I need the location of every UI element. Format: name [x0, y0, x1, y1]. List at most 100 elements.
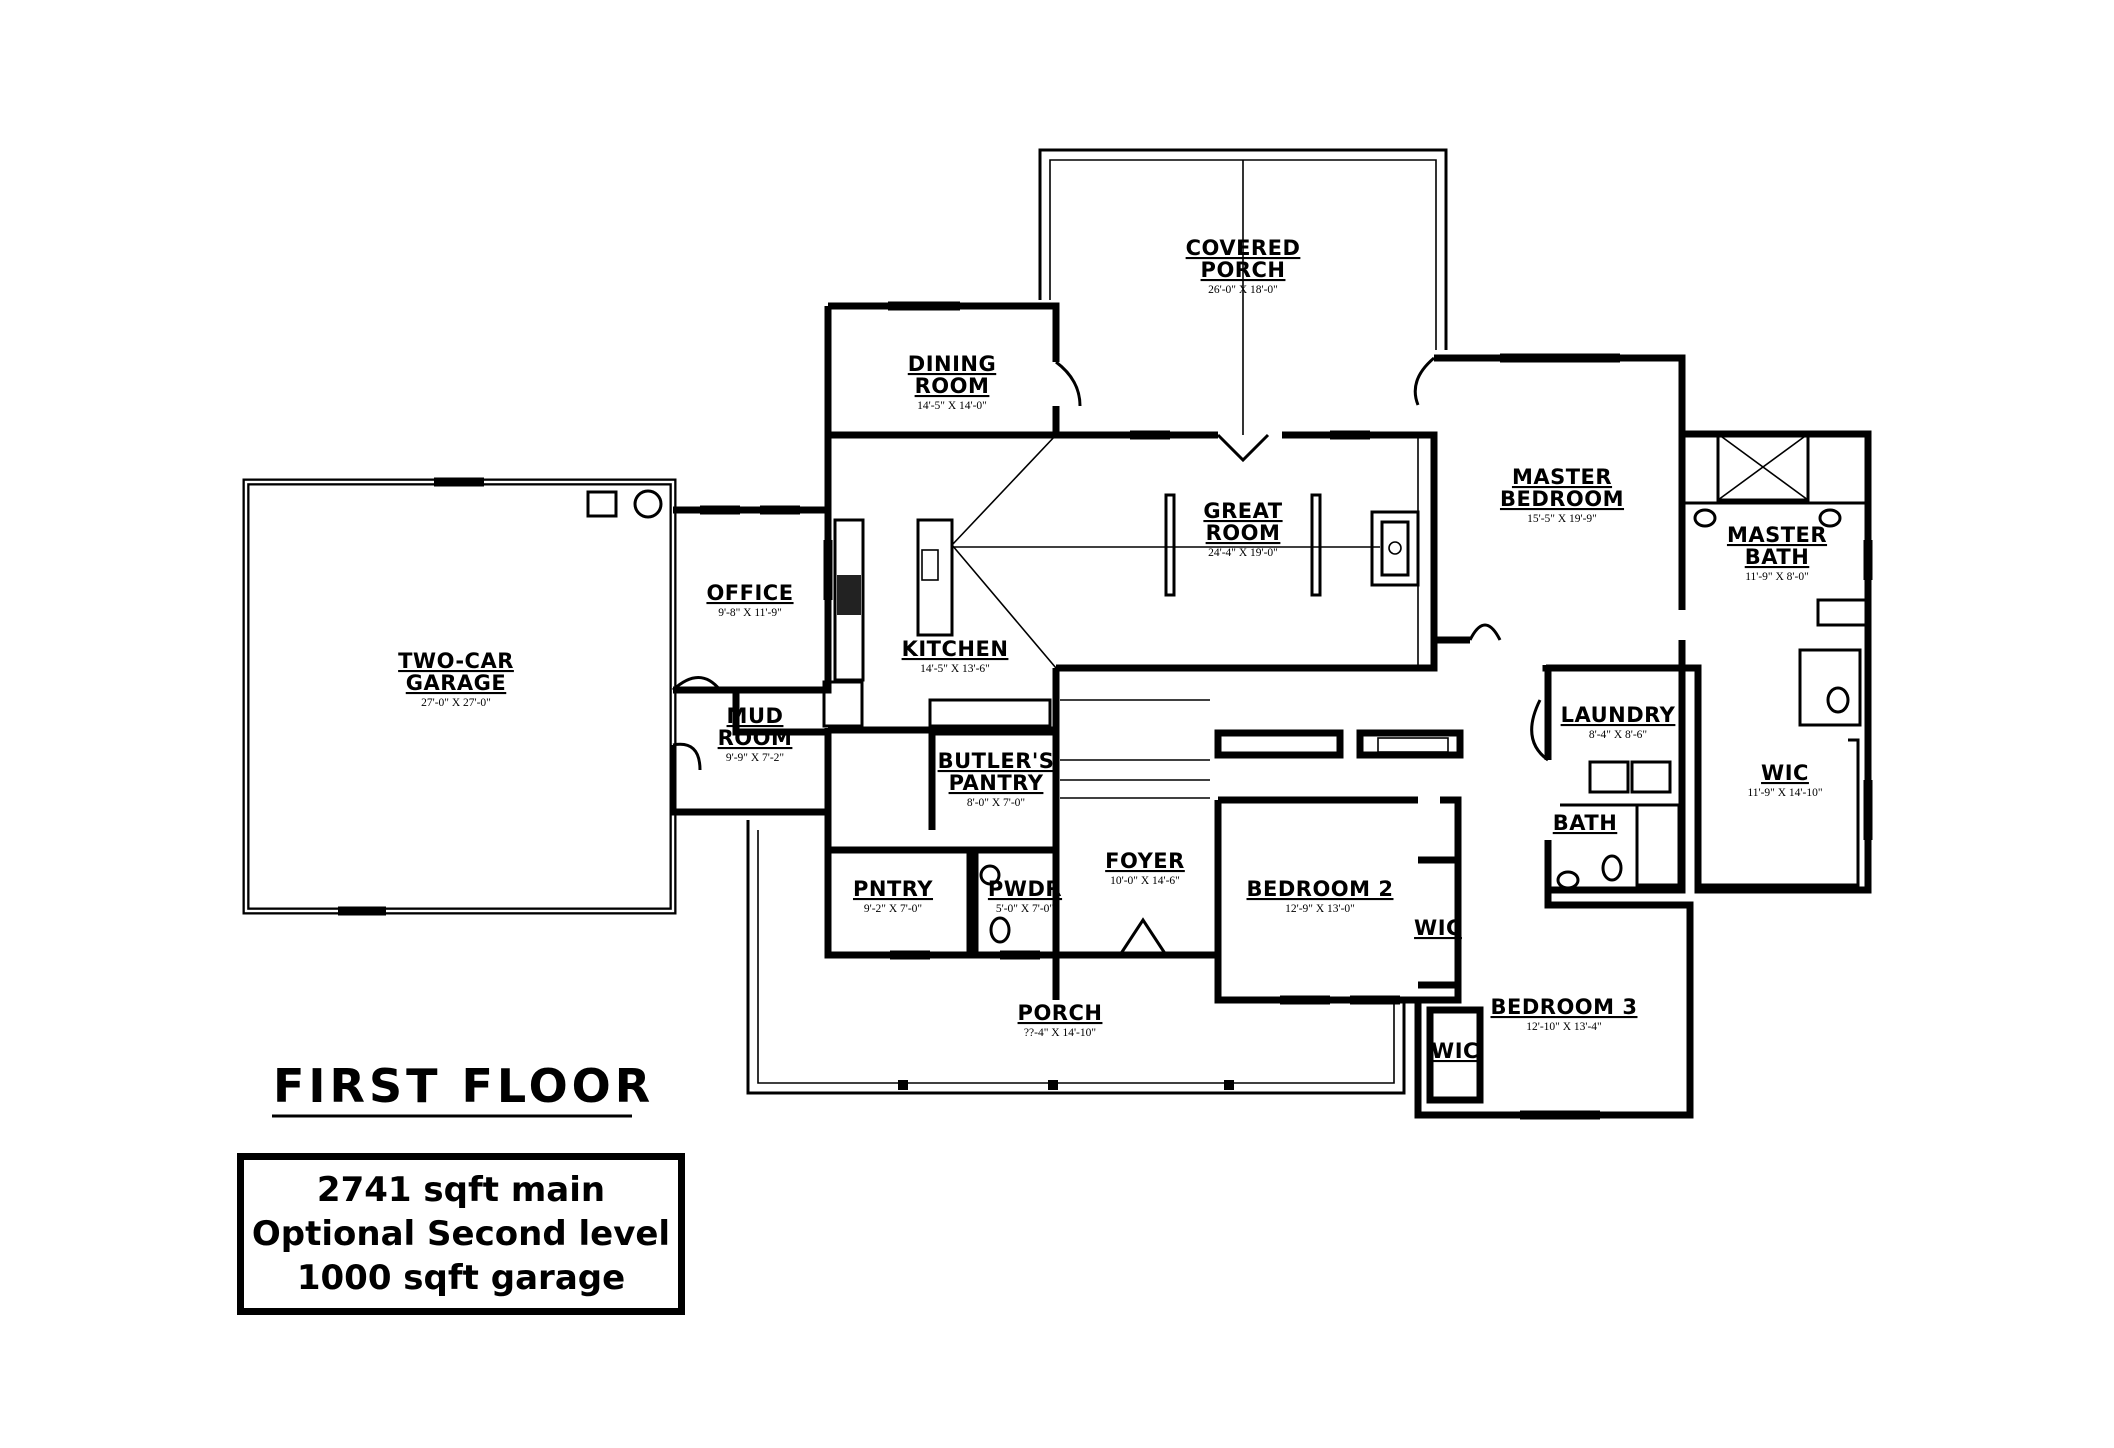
dryer-icon [1630, 760, 1672, 794]
master-bath-walls [1682, 430, 1872, 894]
master-toilet-icon [1826, 686, 1850, 714]
master-sink-right-icon [1818, 508, 1842, 528]
dining-room-dimensions: 14'-5" X 14'-0" [917, 400, 987, 412]
door-swing [671, 676, 722, 692]
pantry-label: PNTRY [853, 877, 933, 901]
porch-post [1224, 1080, 1234, 1090]
dining-diagonal-2 [951, 544, 1057, 669]
wic-bedroom-3-label: WIC [1431, 1039, 1479, 1063]
covered-porch-dimensions: 26'-0" X 18'-0" [1208, 284, 1278, 296]
porch-dimensions: ??-4" X 14'-10" [1024, 1027, 1096, 1039]
wall-layer [242, 148, 1872, 1119]
powder-label: PWDR [988, 877, 1062, 901]
kitchen-label: KITCHEN [902, 637, 1009, 661]
bathtub-icon [1635, 803, 1681, 887]
master-sink-left-icon [1693, 508, 1717, 528]
butlers-pantry-walls [928, 728, 1060, 830]
great-room-dimensions: 24'-4" X 19'-0" [1208, 547, 1278, 559]
laundry-dimensions: 8'-4" X 8'-6" [1589, 729, 1647, 741]
washer-icon [1588, 760, 1630, 794]
wic-master-dimensions: 11'-9" X 14'-10" [1747, 787, 1822, 799]
info-line: 2741 sqft main [316, 1170, 606, 1210]
great-room-beam-1 [1164, 493, 1176, 597]
powder-walls [971, 846, 1060, 959]
bedroom-2-closet-fixture [1377, 737, 1449, 753]
bedroom-2-closets [1214, 729, 1464, 759]
porch-post [898, 1080, 908, 1090]
fireplace-icon [1370, 510, 1420, 587]
kitchen-island [916, 518, 954, 637]
door-swing [672, 742, 702, 771]
floor-title: FIRST FLOOR [273, 1059, 654, 1113]
kitchen-sink-icon [921, 549, 939, 581]
bedroom-3-walls [1414, 890, 1694, 1119]
mud-room-label: MUD [727, 704, 784, 728]
master-bath-dimensions: 11'-9" X 8'-0" [1745, 571, 1809, 583]
master-bedroom-label: BEDROOM [1500, 487, 1624, 511]
door-swing [1413, 356, 1435, 406]
bedroom-2-walls [1214, 796, 1462, 1004]
water-tank-icon [633, 489, 663, 519]
covered-porch-label: COVERED [1186, 236, 1301, 260]
master-bath-shower-x2 [1717, 433, 1809, 501]
butlers-pantry-label: PANTRY [949, 771, 1044, 795]
master-bedroom-label: MASTER [1512, 465, 1612, 489]
fireplace-logs-icon [1388, 541, 1402, 555]
dining-room-label: DINING [908, 352, 996, 376]
powder-toilet-icon [989, 916, 1011, 944]
master-wic-walls [1696, 680, 1860, 887]
porch-outline-inner [757, 830, 1395, 1084]
door-swing [1118, 917, 1168, 956]
dining-room-label: ROOM [915, 374, 990, 398]
fixture-layer [586, 160, 1870, 1090]
info-line: Optional Second level [251, 1214, 671, 1254]
great-room-beam-2 [1310, 493, 1322, 597]
bedroom-3-label: BEDROOM 3 [1491, 995, 1638, 1019]
master-bath-upper-fixtures [1716, 434, 1810, 502]
wic-bedroom-2-label: WIC [1414, 916, 1462, 940]
bedroom-3-dimensions: 12'-10" X 13'-4" [1526, 1021, 1602, 1033]
foyer-label: FOYER [1105, 849, 1185, 873]
wic-master-label: WIC [1761, 761, 1809, 785]
wic-bedroom-3-walls [1426, 1006, 1484, 1104]
hall-walls [1052, 668, 1218, 959]
garage-label: TWO-CAR [398, 649, 514, 673]
laundry-walls [1544, 664, 1686, 894]
porch-label: PORCH [1018, 1001, 1103, 1025]
butlers-pantry-label: BUTLER'S [938, 749, 1055, 773]
window-layer [338, 301, 1873, 1120]
office-label: OFFICE [706, 581, 793, 605]
garage-dimensions: 27'-0" X 27'-0" [421, 697, 491, 709]
office-dimensions: 9'-8" X 11'-9" [718, 607, 782, 619]
kitchen-counter-bottom [928, 698, 1052, 728]
porch-post [1048, 1080, 1058, 1090]
powder-sink-icon [979, 864, 1001, 886]
info-line: 1000 sqft garage [296, 1258, 626, 1298]
master-tub-icon [1816, 598, 1870, 627]
door-swing [1530, 699, 1549, 762]
bath-sink-icon [1556, 870, 1580, 890]
kitchen-counter-left [833, 518, 865, 682]
mud-room-dimensions: 9'-9" X 7'-2" [726, 752, 784, 764]
dining-diagonal-1 [951, 434, 1057, 546]
mud-room-label: ROOM [718, 726, 793, 750]
cooktop-icon [837, 575, 861, 615]
pantry-walls [824, 846, 974, 959]
covered-porch-outline [1038, 148, 1448, 350]
fridge-icon [822, 680, 864, 728]
great-room-label: GREAT [1203, 499, 1282, 523]
master-bath-label: BATH [1745, 545, 1810, 569]
bedroom-2-dimensions: 12'-9" X 13'-0" [1285, 903, 1355, 915]
porch-outline [746, 820, 1406, 1095]
master-bath-label: MASTER [1727, 523, 1827, 547]
master-toilet-room [1798, 648, 1862, 727]
powder-dimensions: 5'-0" X 7'-0" [996, 903, 1054, 915]
door-swing [1216, 433, 1270, 463]
great-room-label: ROOM [1206, 521, 1281, 545]
bath-label: BATH [1553, 811, 1618, 835]
info-box: 2741 sqft main Optional Second level 100… [237, 1153, 685, 1315]
door-swing [1055, 360, 1082, 407]
door-swing [1468, 623, 1502, 641]
wic-bedroom-2-walls [1418, 856, 1462, 989]
